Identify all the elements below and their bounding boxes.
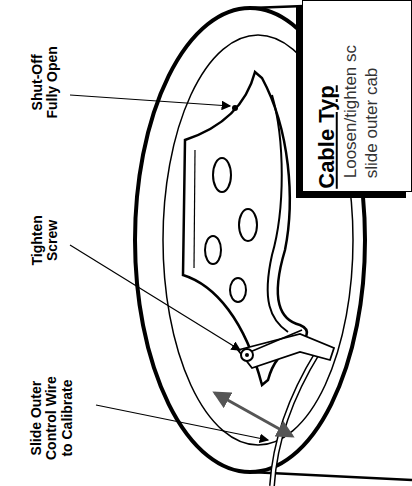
note-box: Cable TypLoosen/tighten sc slide outer c… — [302, 0, 412, 192]
plate-pivot — [232, 105, 238, 111]
cable-clamp — [238, 334, 334, 368]
plate-hole — [239, 209, 257, 241]
tighten-screw — [245, 353, 249, 357]
outer-cable — [272, 352, 318, 486]
callout-label: Slide Outer Control Wire to Calibrate — [29, 368, 75, 468]
plate-hole — [205, 236, 221, 264]
plate-edge — [268, 95, 288, 332]
leader-line — [70, 245, 240, 350]
plate-hole — [230, 278, 246, 302]
leader-line — [96, 405, 268, 440]
plate-edge — [194, 150, 195, 268]
outer-cable — [272, 352, 318, 486]
leader-line — [70, 95, 230, 106]
valve-ring — [163, 35, 353, 445]
callout-label: Tighten Screw — [30, 205, 61, 275]
note-body: Loosen/tighten sc slide outer cab — [340, 28, 383, 178]
plate-hole — [213, 158, 231, 192]
note-heading: Cable Typ — [314, 85, 340, 189]
tighten-screw — [241, 349, 253, 361]
calibrate-arrow — [215, 393, 292, 436]
callout-label: Shut-Off Fully Open — [30, 37, 61, 127]
control-wire — [250, 330, 302, 352]
